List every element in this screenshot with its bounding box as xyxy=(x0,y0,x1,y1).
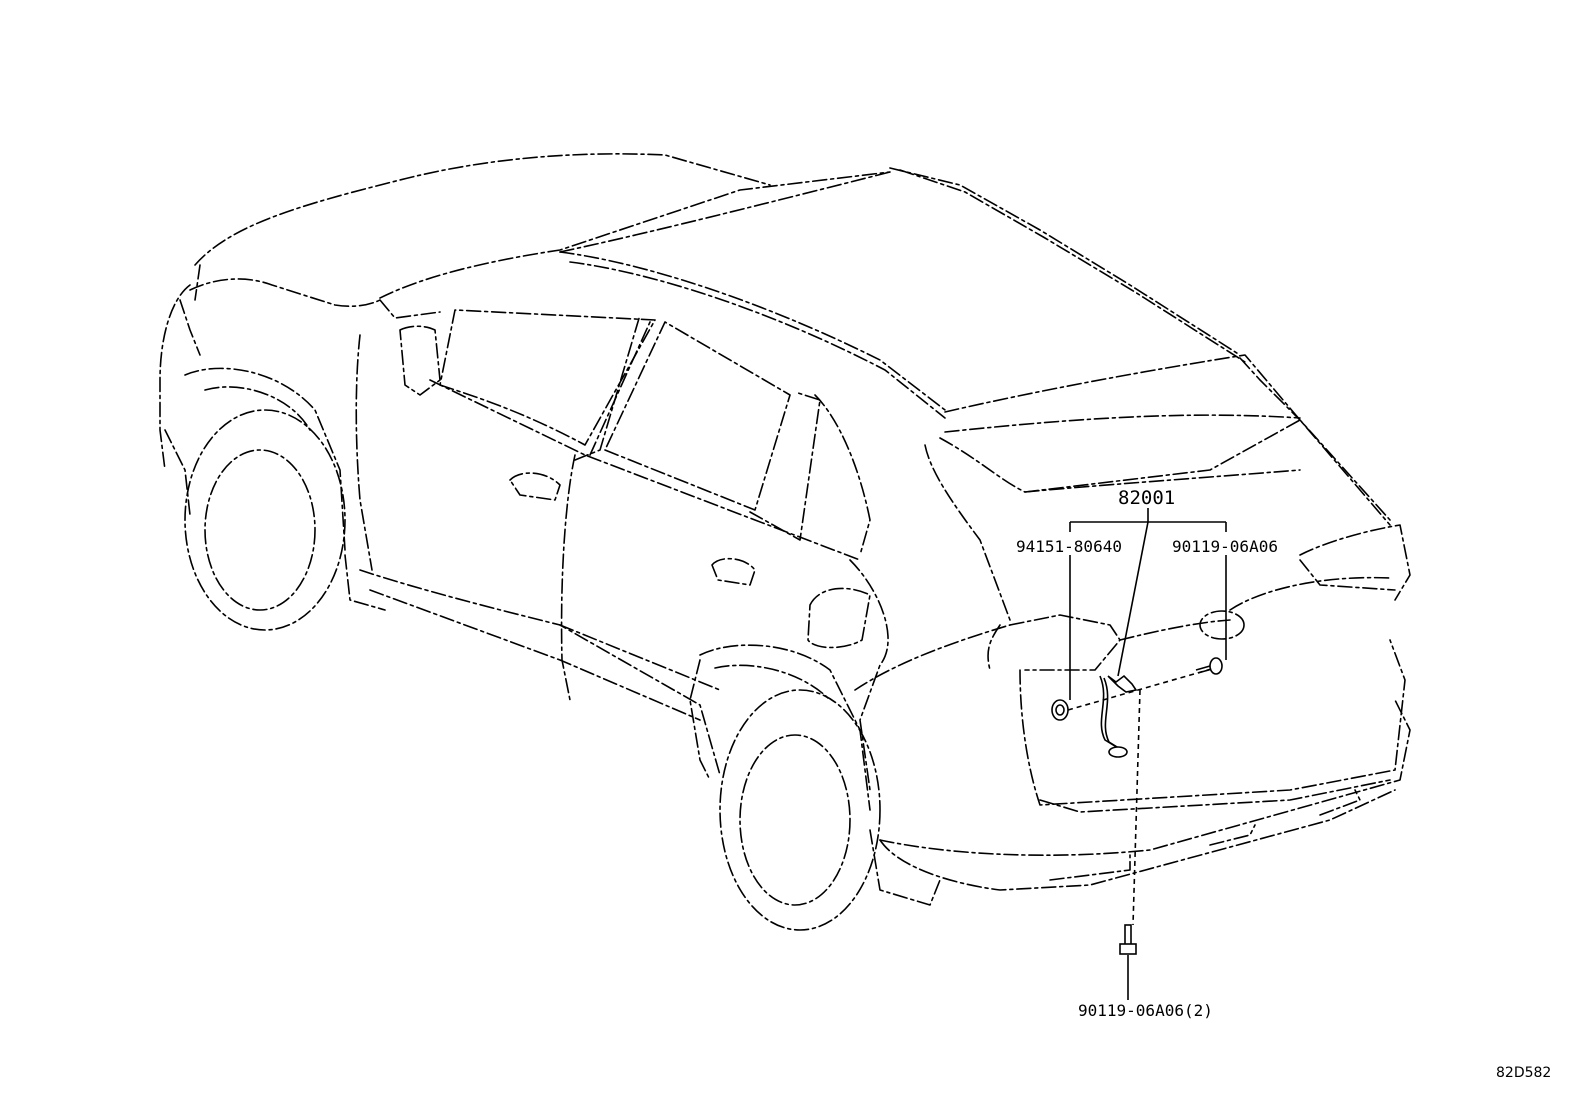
wire-harness xyxy=(1099,674,1138,758)
leader-lines xyxy=(1067,508,1227,1000)
callout-90119-06A06: 90119-06A06 xyxy=(1172,537,1278,556)
callout-90119-06A06-qty: 90119-06A06(2) xyxy=(1078,1001,1213,1020)
callout-94151-80640: 94151-80640 xyxy=(1016,537,1122,556)
callout-82001: 82001 xyxy=(1118,487,1175,509)
bolt-part-90119-bottom xyxy=(1119,924,1137,955)
diagram-reference-code: 82D582 xyxy=(1496,1065,1551,1081)
vehicle-outline xyxy=(159,153,1411,931)
clip-part-94151 xyxy=(1051,699,1069,721)
